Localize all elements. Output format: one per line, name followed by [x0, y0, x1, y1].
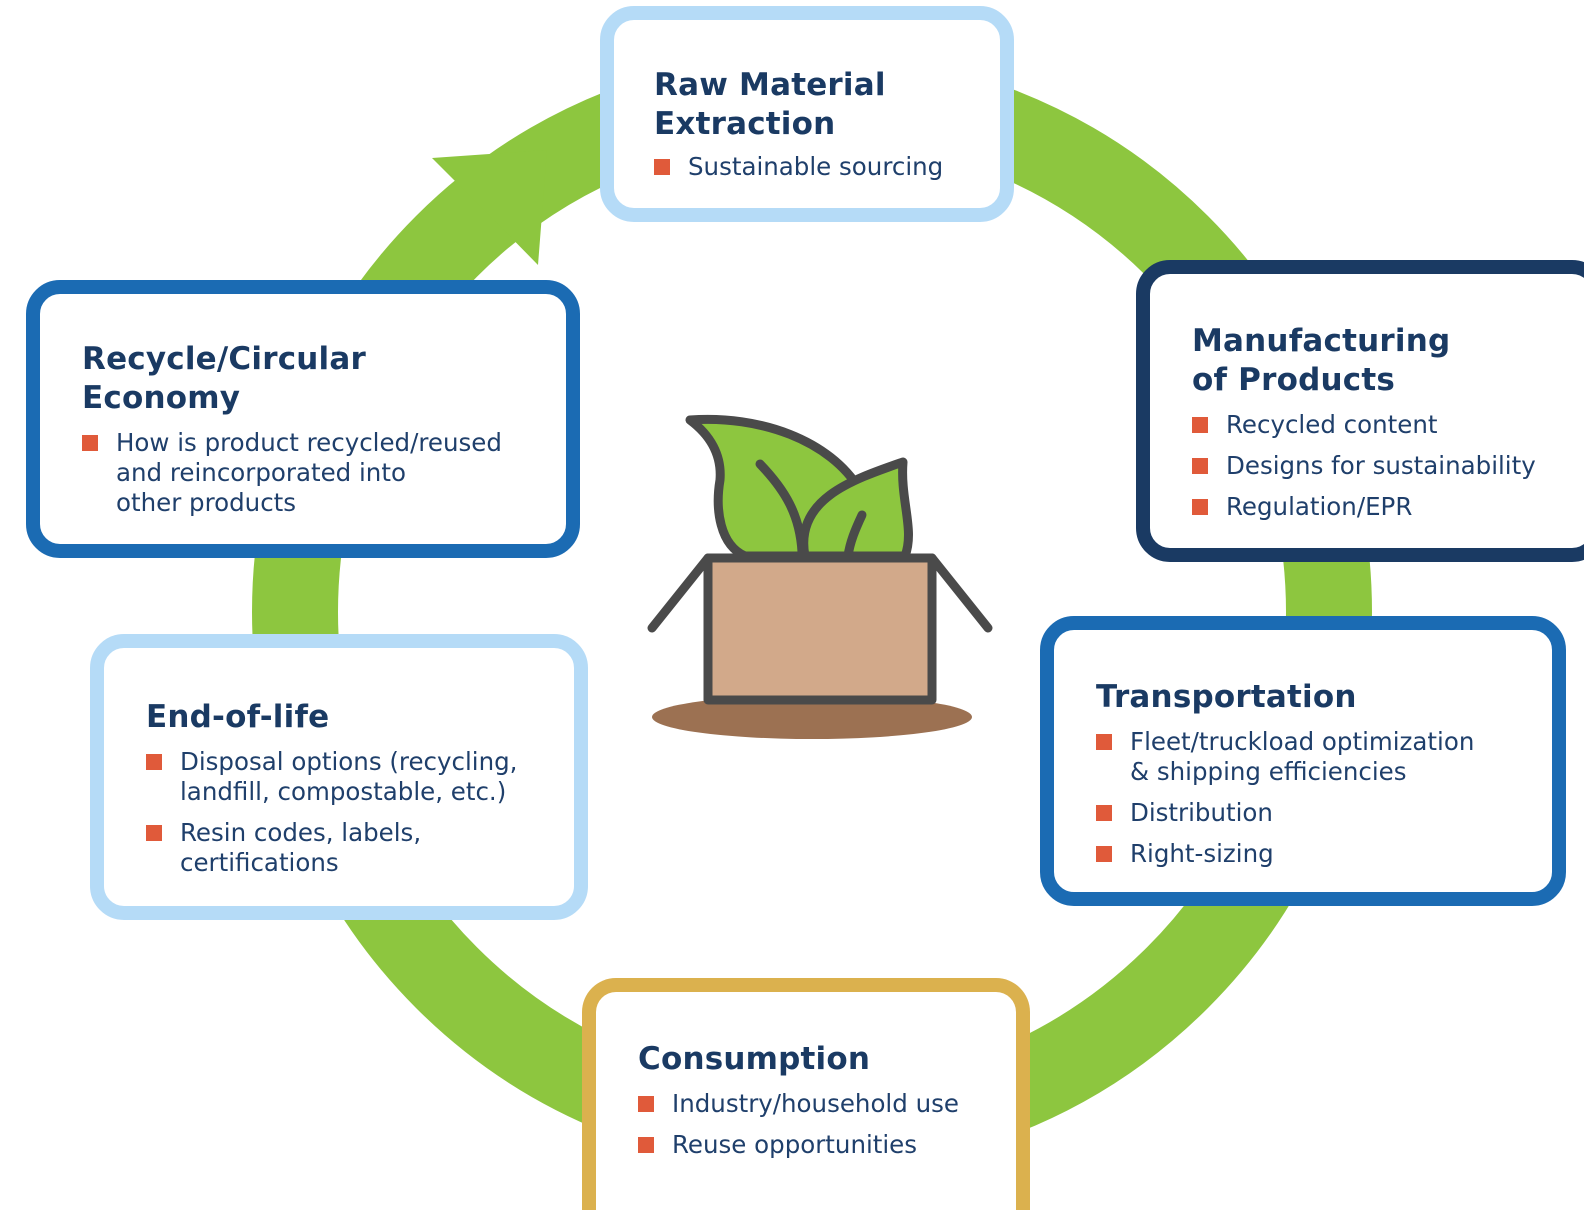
list-item: Resin codes, labels, certifications — [146, 818, 574, 878]
list-item: Reuse opportunities — [638, 1130, 1016, 1160]
list-item: Disposal options (recycling, landfill, c… — [146, 747, 574, 807]
list-item: Distribution — [1096, 798, 1552, 828]
list-item: Industry/household use — [638, 1089, 1016, 1119]
stage-items: Recycled content Designs for sustainabil… — [1192, 410, 1584, 522]
ring-arrowhead-icon — [432, 150, 547, 265]
list-item: Designs for sustainability — [1192, 451, 1584, 481]
stage-manufacturing-of-products: Manufacturing of Products Recycled conte… — [1136, 260, 1584, 562]
stage-recycle-circular-economy: Recycle/Circular Economy How is product … — [26, 280, 580, 558]
stage-title: Raw Material Extraction — [654, 67, 886, 142]
stage-title: End-of-life — [146, 699, 330, 735]
bullet-icon — [146, 825, 162, 841]
stage-items: Fleet/truckload optimization & shipping … — [1096, 727, 1552, 869]
list-item: Right-sizing — [1096, 839, 1552, 869]
bullet-icon — [1096, 734, 1112, 750]
stage-items: Industry/household use Reuse opportuniti… — [638, 1089, 1016, 1160]
list-item: Recycled content — [1192, 410, 1584, 440]
bullet-icon — [1192, 499, 1208, 515]
bullet-icon — [638, 1137, 654, 1153]
bullet-icon — [1192, 417, 1208, 433]
plant-in-box-icon — [647, 414, 993, 739]
stage-transportation: Transportation Fleet/truckload optimizat… — [1040, 616, 1566, 906]
stage-end-of-life: End-of-life Disposal options (recycling,… — [90, 634, 588, 920]
stage-raw-material-extraction: Raw Material Extraction Sustainable sour… — [600, 6, 1014, 222]
stage-items: Disposal options (recycling, landfill, c… — [146, 747, 574, 878]
stage-title: Manufacturing of Products — [1192, 323, 1451, 398]
bullet-icon — [638, 1096, 654, 1112]
stage-title: Recycle/Circular Economy — [82, 341, 366, 416]
list-item: Fleet/truckload optimization & shipping … — [1096, 727, 1552, 787]
bullet-icon — [1096, 805, 1112, 821]
bullet-icon — [146, 754, 162, 770]
stage-consumption: Consumption Industry/household use Reuse… — [582, 978, 1030, 1210]
stage-items: Sustainable sourcing — [654, 152, 1000, 182]
bullet-icon — [1192, 458, 1208, 474]
list-item: Sustainable sourcing — [654, 152, 1000, 182]
stage-title: Consumption — [638, 1041, 871, 1077]
stage-items: How is product recycled/reused and reinc… — [82, 428, 566, 518]
bullet-icon — [654, 159, 670, 175]
list-item: How is product recycled/reused and reinc… — [82, 428, 566, 518]
list-item: Regulation/EPR — [1192, 492, 1584, 522]
bullet-icon — [82, 435, 98, 451]
bullet-icon — [1096, 846, 1112, 862]
stage-title: Transportation — [1096, 679, 1357, 715]
